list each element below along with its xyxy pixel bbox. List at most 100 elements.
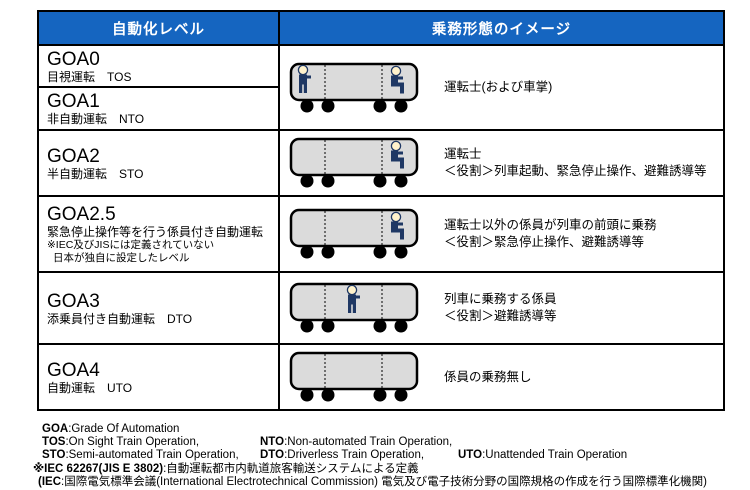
row-goa4: GOA4 自動運転 UTO 係員の乗務無し xyxy=(39,343,723,409)
legend-entry-nto: NTO:Non-automated Train Operation, xyxy=(260,436,452,448)
row-goa3: GOA3 添乗員付き自動運転 DTO xyxy=(39,271,723,343)
seated-crew-icon xyxy=(390,140,404,169)
row-goa2: GOA2 半自動運転 STO xyxy=(39,129,723,195)
wheel-icon xyxy=(321,174,335,188)
note-line: ※IEC及びJISには定義されていない xyxy=(47,239,215,251)
iec-org-label: (IEC xyxy=(38,475,61,488)
abbr-nto-def: :Non-automated Train Operation, xyxy=(284,436,453,449)
legend-entry-dto: DTO:Driverless Train Operation, xyxy=(260,449,458,462)
note-line: 日本が独自に設定したレベル xyxy=(53,251,190,264)
train-icon xyxy=(289,282,419,333)
train-icon xyxy=(289,208,419,259)
legend: GOA:Grade Of Automation TOS:On Sight Tra… xyxy=(33,423,707,489)
crew-cell-goa0-goa1: 運転士(および車掌) xyxy=(280,46,723,129)
level-cell-goa4: GOA4 自動運転 UTO xyxy=(39,345,278,409)
mode-label: 半自動運転 STO xyxy=(47,166,144,181)
crew-cell-goa2-5: 運転士以外の係員が列車の前頭に乗務 ＜役割＞緊急停止操作、避難誘導等 xyxy=(280,197,723,271)
crew-cell-goa4: 係員の乗務無し xyxy=(280,345,723,409)
level-label: GOA2 xyxy=(47,145,100,167)
legend-line-tos-nto: TOS:On Sight Train Operation,NTO:Non-aut… xyxy=(42,436,707,449)
legend-line-iec-standard: ※IEC 62267(JIS E 3802):自動運転都市内軌道旅客輸送システム… xyxy=(33,463,707,476)
abbr-goa-def: :Grade Of Automation xyxy=(68,423,180,435)
header-crew-image: 乗務形態のイメージ xyxy=(431,21,572,38)
level-cells-goa2-5: GOA2.5 緊急停止操作等を行う係員付き自動運転 ※IEC及びJISには定義さ… xyxy=(39,197,280,271)
abbr-sto-def: :Semi-automated Train Operation, xyxy=(65,449,239,462)
level-cells-goa0-goa1: GOA0 目視運転 TOS GOA1 非自動運転 NTO xyxy=(39,46,280,129)
abbr-uto-def: :Unattended Train Operation xyxy=(482,449,628,462)
legend-entry-tos: TOS:On Sight Train Operation, xyxy=(42,436,260,449)
crew-description-line: 係員の乗務無し xyxy=(444,369,532,384)
wheel-icon xyxy=(373,388,387,402)
level-label: GOA4 xyxy=(47,359,100,381)
crew-cell-goa3: 列車に乗務する係員 ＜役割＞避難誘導等 xyxy=(280,273,723,343)
mode-label: 添乗員付き自動運転 DTO xyxy=(47,311,193,326)
standing-crew-icon xyxy=(297,64,311,93)
crew-description: 運転士以外の係員が列車の前頭に乗務 ＜役割＞緊急停止操作、避難誘導等 xyxy=(444,217,657,251)
mode-label: 目視運転 TOS xyxy=(47,69,132,84)
train-icon xyxy=(289,62,419,112)
standing-crew-icon xyxy=(346,284,360,313)
train-body xyxy=(289,208,419,248)
goa-table: 自動化レベル 乗務形態のイメージ GOA0 目視運転 TOS GOA1 非自動運… xyxy=(37,10,725,411)
crew-description: 係員の乗務無し xyxy=(444,369,532,386)
level-cell-goa1: GOA1 非自動運転 NTO xyxy=(39,88,278,129)
wheel-icon xyxy=(373,319,387,333)
wheel-icon xyxy=(373,245,387,259)
wheel-icon xyxy=(321,245,335,259)
mode-label: 自動運転 UTO xyxy=(47,380,133,395)
crew-description-line: 列車に乗務する係員 xyxy=(444,292,557,306)
crew-description-line: 運転士 xyxy=(444,147,482,161)
legend-entry-sto: STO:Semi-automated Train Operation, xyxy=(42,449,260,462)
wheel-icon xyxy=(300,319,314,333)
crew-description: 運転士 ＜役割＞列車起動、緊急停止操作、避難誘導等 xyxy=(444,146,707,180)
crew-cell-goa2: 運転士 ＜役割＞列車起動、緊急停止操作、避難誘導等 xyxy=(280,131,723,195)
wheel-icon xyxy=(321,319,335,333)
abbr-sto: STO xyxy=(42,449,66,462)
seated-crew-icon xyxy=(390,65,404,93)
train-body xyxy=(289,351,419,391)
abbr-uto: UTO xyxy=(458,449,483,462)
level-cells-goa4: GOA4 自動運転 UTO xyxy=(39,345,280,409)
train-icon xyxy=(289,137,419,188)
abbr-tos: TOS xyxy=(42,436,66,449)
level-cells-goa3: GOA3 添乗員付き自動運転 DTO xyxy=(39,273,280,343)
level-label: GOA3 xyxy=(47,290,100,312)
train-body xyxy=(289,137,419,177)
abbr-dto-def: :Driverless Train Operation, xyxy=(284,449,425,462)
abbr-nto: NTO xyxy=(260,436,285,449)
abbr-tos-def: :On Sight Train Operation, xyxy=(65,436,200,449)
legend-line-goa: GOA:Grade Of Automation xyxy=(42,423,707,436)
wheel-icon xyxy=(394,388,408,402)
level-cell-goa0: GOA0 目視運転 TOS xyxy=(39,46,278,88)
level-label: GOA1 xyxy=(47,91,100,112)
table-header-row: 自動化レベル 乗務形態のイメージ xyxy=(39,12,723,44)
wheel-icon xyxy=(300,174,314,188)
wheel-icon xyxy=(394,99,408,112)
train-icon xyxy=(289,351,419,402)
mode-label: 非自動運転 NTO xyxy=(47,112,145,126)
crew-description-line: 運転士以外の係員が列車の前頭に乗務 xyxy=(444,218,657,232)
level-label: GOA2.5 xyxy=(47,204,116,225)
level-cell-goa2-5: GOA2.5 緊急停止操作等を行う係員付き自動運転 ※IEC及びJISには定義さ… xyxy=(39,197,278,271)
wheel-icon xyxy=(373,174,387,188)
wheel-icon xyxy=(300,388,314,402)
level-cell-goa2: GOA2 半自動運転 STO xyxy=(39,131,278,195)
wheel-icon xyxy=(394,174,408,188)
iec-standard-def: :自動運転都市内軌道旅客輸送システムによる定義 xyxy=(163,462,419,475)
crew-role-line: ＜役割＞緊急停止操作、避難誘導等 xyxy=(444,235,645,249)
mode-label: 緊急停止操作等を行う係員付き自動運転 xyxy=(47,225,264,239)
legend-entry-uto: UTO:Unattended Train Operation xyxy=(458,449,627,461)
crew-description: 列車に乗務する係員 ＜役割＞避難誘導等 xyxy=(444,291,557,325)
wheel-icon xyxy=(300,99,314,112)
crew-role-line: ＜役割＞列車起動、緊急停止操作、避難誘導等 xyxy=(444,164,707,178)
wheel-icon xyxy=(373,99,387,112)
wheel-icon xyxy=(300,245,314,259)
header-automation-level: 自動化レベル xyxy=(39,12,280,44)
train-body xyxy=(289,62,419,101)
legend-line-iec-org: (IEC:国際電気標準会議(International Electrotechn… xyxy=(38,476,707,489)
wheel-icon xyxy=(321,388,335,402)
crew-description: 運転士(および車掌) xyxy=(444,79,552,96)
seated-crew-icon xyxy=(390,211,404,240)
wheel-icon xyxy=(321,99,335,112)
